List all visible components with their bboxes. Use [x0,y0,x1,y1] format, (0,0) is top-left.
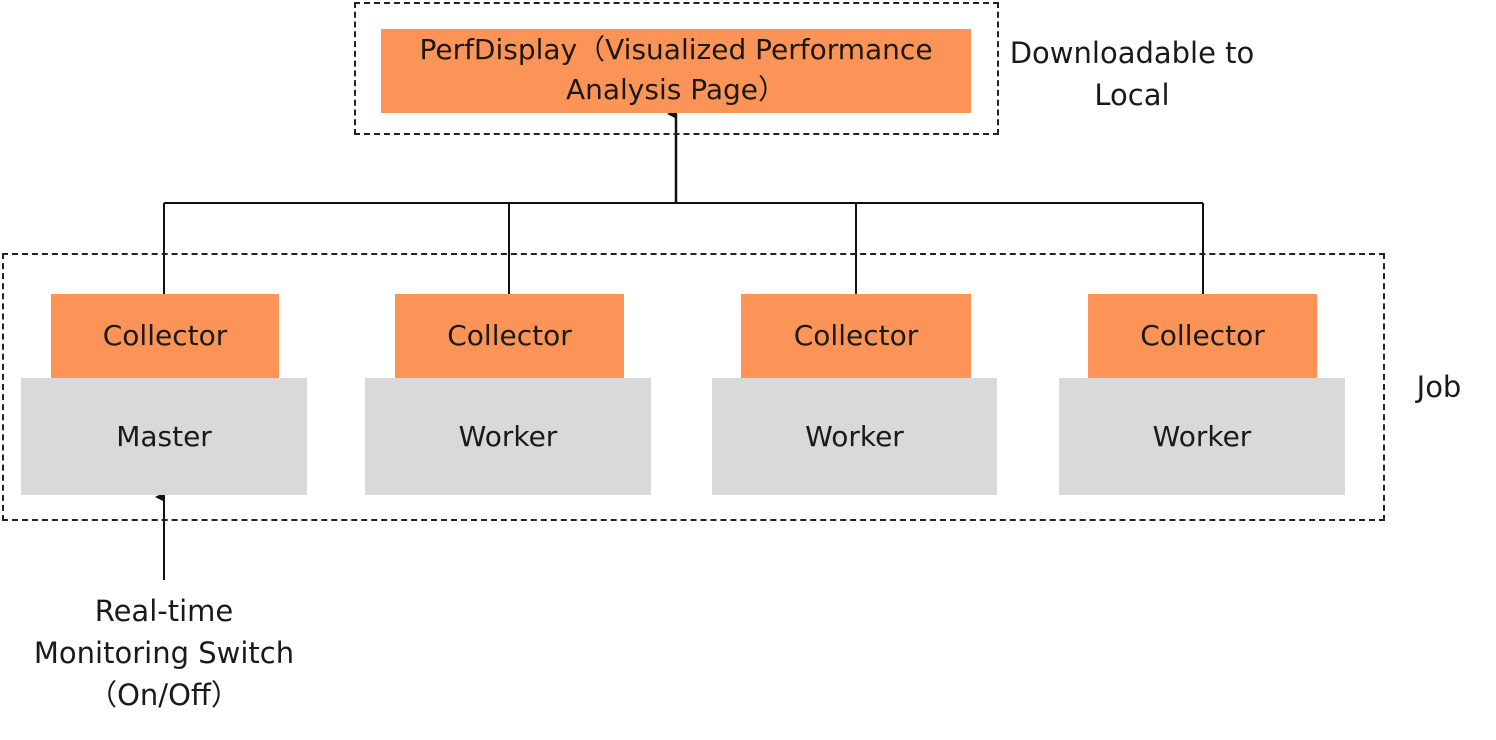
monitoring-switch-line2: Monitoring Switch [33,636,295,670]
download-label-line2: Local [1094,78,1170,112]
job-label: Job [1416,370,1462,404]
worker-node-3: Worker [1059,378,1345,495]
worker-node-1: Worker [365,378,651,495]
master-node: Master [21,378,307,495]
perfdisplay-box: PerfDisplay（Visualized Performance Analy… [381,29,971,113]
monitoring-switch-line1: Real-time [94,594,234,628]
collector-box: Collector [741,294,971,378]
perfdisplay-container [354,2,999,135]
download-label: Downloadable to Local [1002,32,1262,116]
download-label-line1: Downloadable to [1009,36,1255,70]
perfdisplay-title-line2: Analysis Page） [565,73,787,106]
worker-node-2: Worker [712,378,997,495]
collector-box: Collector [1088,294,1317,378]
collector-box: Collector [395,294,624,378]
monitoring-switch-line3: （On/Off） [88,678,240,712]
perfdisplay-title-line1: PerfDisplay（Visualized Performance [419,33,933,66]
monitoring-switch-label: Real-time Monitoring Switch （On/Off） [14,590,314,716]
job-container [2,253,1385,521]
collector-box: Collector [51,294,279,378]
